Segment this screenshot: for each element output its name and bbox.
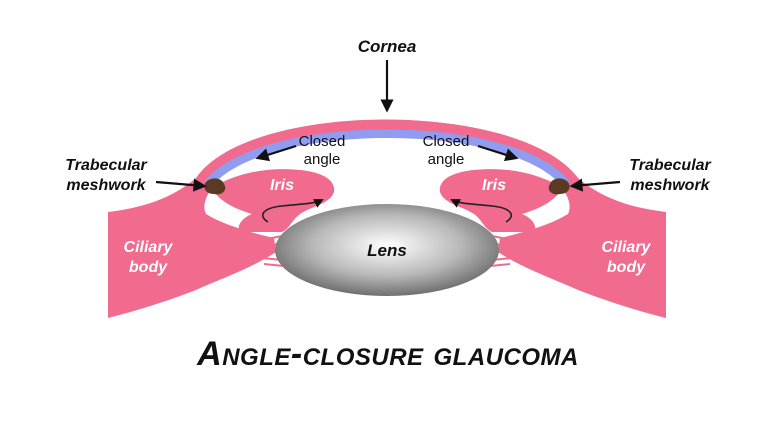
cornea-layer [204,129,570,186]
lens-shape [275,204,499,296]
trabecular-right-label-line2: meshwork [630,177,710,194]
trabecular-right-arrow [569,178,621,192]
flow-arrow-left [261,199,324,223]
lens-label: Lens [367,241,407,260]
iris-left [212,169,335,232]
trabecular-meshwork-right-blob [548,178,570,195]
iris-right-label: Iris [482,177,506,194]
ciliary-left-label-line2: body [129,259,168,276]
ciliary-right-label-line2: body [607,259,646,276]
ciliary-left-label-line1: Ciliary [124,239,174,256]
diagram-title: Angle-closure glaucoma [197,335,579,373]
trabecular-left-label-line2: meshwork [66,177,146,194]
sclera-shape [196,119,578,188]
zonules-right [489,235,513,267]
iris-right [439,169,562,232]
flow-arrow-right [450,199,513,223]
closed-angle-right-label-line1: Closed [423,133,470,150]
closed-angle-left-label-line1: Closed [299,133,346,150]
trabecular-left-arrow [155,178,207,192]
iris-left-label: Iris [270,177,294,194]
closed-angle-left-label-line2: angle [304,151,341,168]
closed-angle-right-label-line2: angle [428,151,465,168]
zonules-left [261,235,285,267]
ciliary-body-right [498,178,666,318]
closed-angle-left-arrow [255,144,297,162]
trabecular-meshwork-left-blob [204,178,226,195]
ciliary-body-left [108,178,276,318]
cornea-label: Cornea [358,37,417,56]
trabecular-left-label-line1: Trabecular [65,157,147,174]
ciliary-right-label-line1: Ciliary [602,239,652,256]
trabecular-right-label-line1: Trabecular [629,157,711,174]
closed-angle-right-arrow [477,144,519,162]
